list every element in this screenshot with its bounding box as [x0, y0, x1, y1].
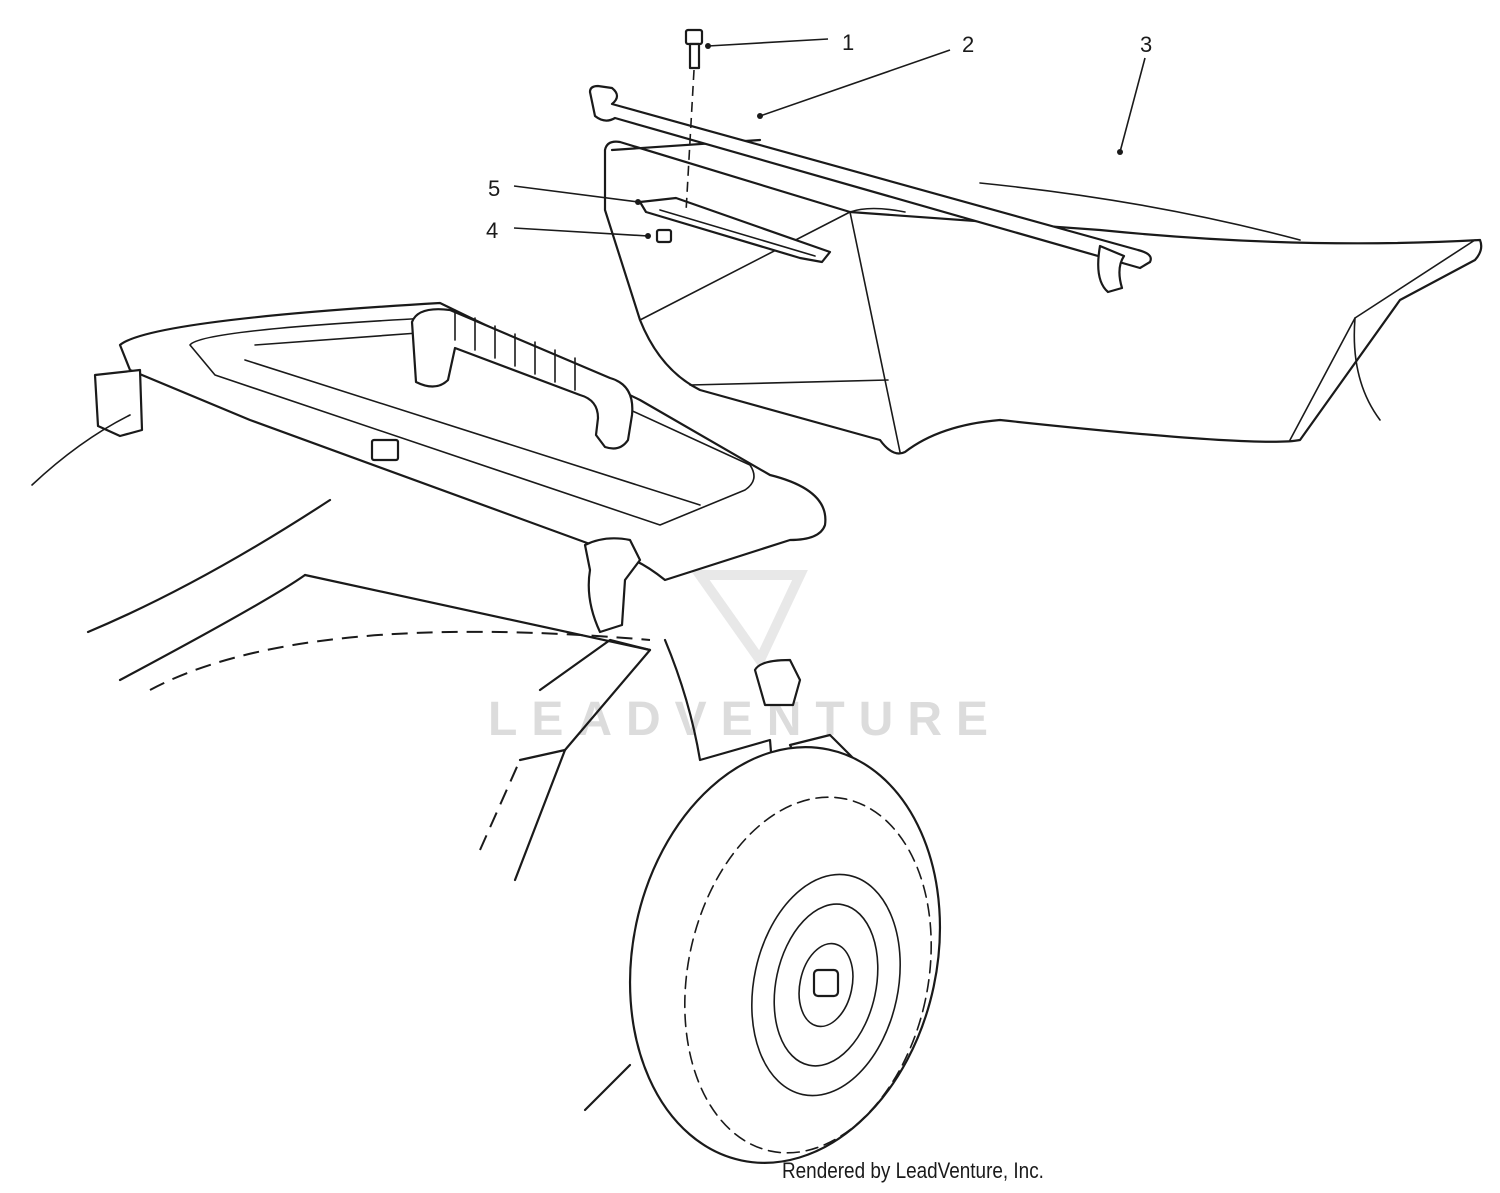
rear-door-assembly: [31, 301, 827, 634]
footer-credit: Rendered by LeadVenture, Inc.: [782, 1158, 1044, 1183]
watermark-text: LEADVENTURE: [488, 693, 1002, 746]
bag-frame-rod: [588, 84, 1152, 294]
callout-label-1: 1: [842, 30, 854, 55]
callout-label-2: 2: [962, 32, 974, 57]
bolt: [684, 28, 704, 213]
callout-4-leader: [513, 227, 651, 239]
rear-wheel: [583, 746, 942, 1164]
callout-5-leader: [513, 185, 641, 205]
callout-label-5: 5: [488, 176, 500, 201]
nut: [655, 228, 673, 244]
callout-3-leader: [1117, 57, 1146, 155]
callout-label-4: 4: [486, 218, 498, 243]
callout-2-leader: [757, 49, 951, 119]
callout-1-leader: [705, 38, 829, 49]
grass-bag: [603, 138, 1483, 455]
callout-label-3: 3: [1140, 32, 1152, 57]
clamp-strip: [638, 196, 832, 264]
